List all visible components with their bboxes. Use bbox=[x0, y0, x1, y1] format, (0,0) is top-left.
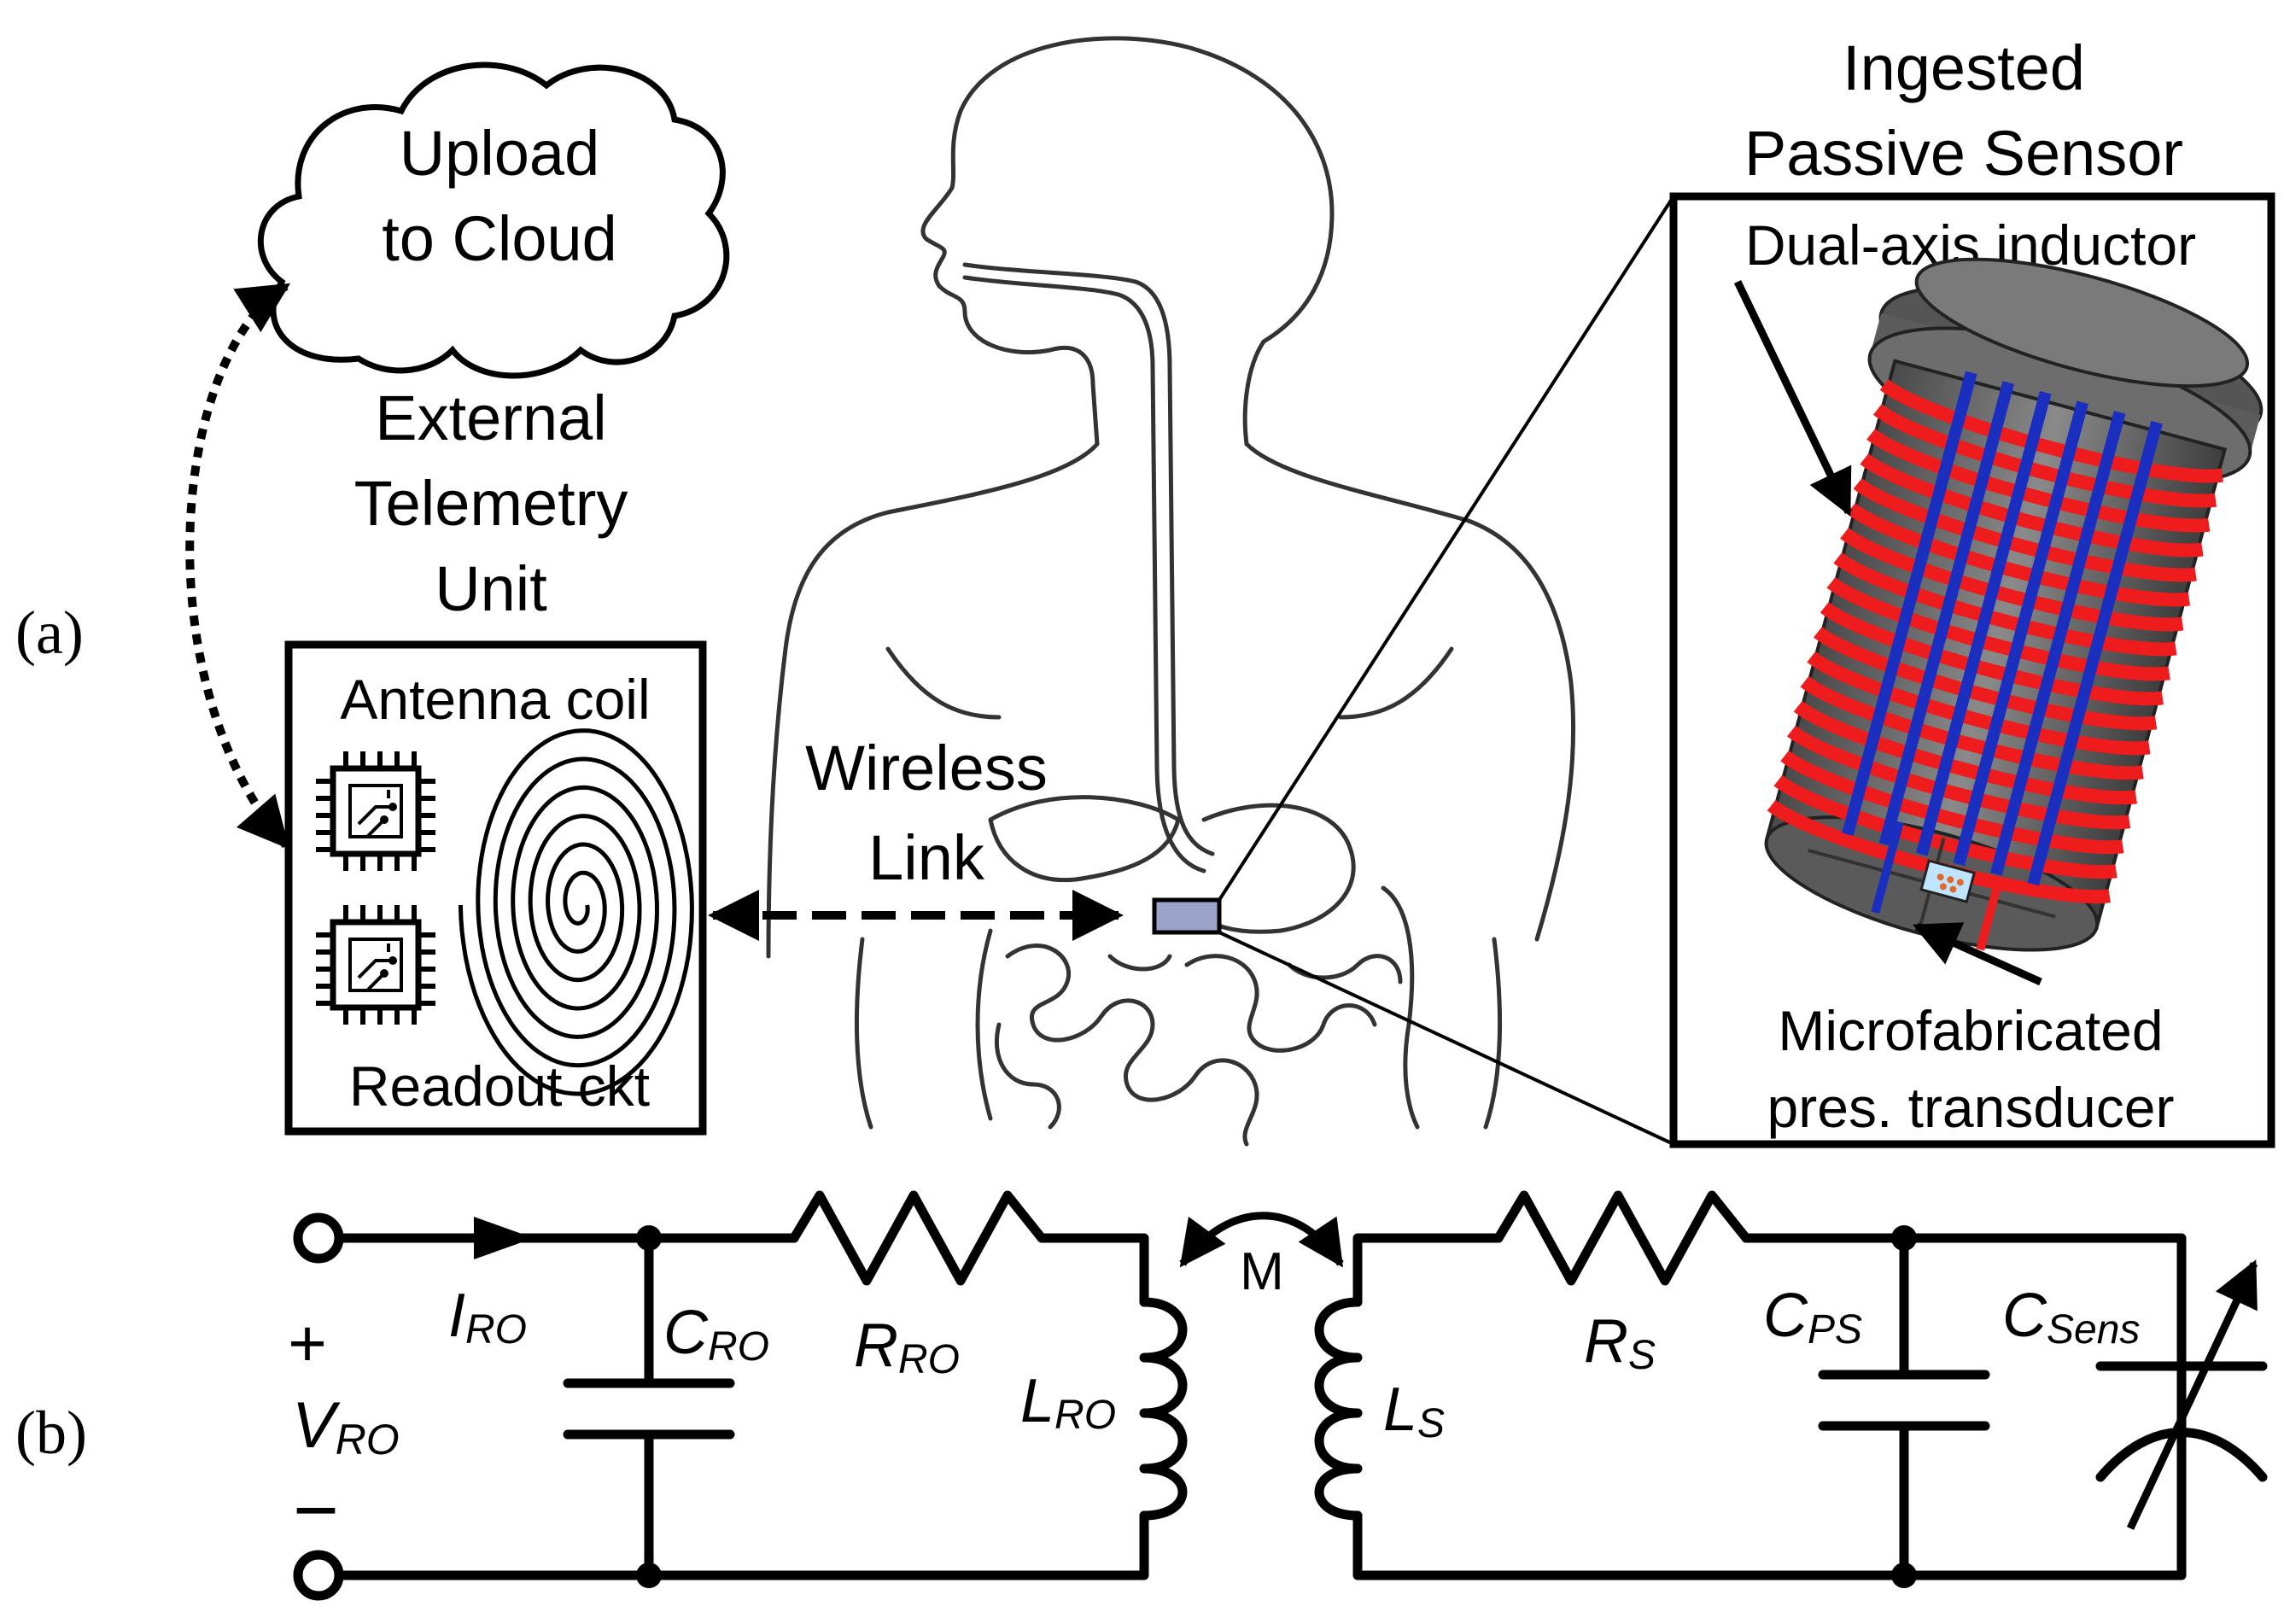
telemetry-title-line3: Unit bbox=[435, 553, 547, 624]
v-ro-label: VRO bbox=[292, 1389, 400, 1463]
c-ro-label: CRO bbox=[663, 1299, 769, 1370]
red-winding bbox=[1833, 552, 2177, 657]
junction-dot bbox=[636, 1563, 662, 1588]
blue-wire bbox=[1916, 390, 2052, 856]
junction-dot bbox=[1891, 1225, 1917, 1251]
red-winding bbox=[1840, 527, 2184, 632]
red-winding bbox=[1800, 675, 2144, 780]
c-ps-label: CPS bbox=[1763, 1282, 1862, 1352]
intestine-loops bbox=[975, 885, 1420, 1147]
inductor-pointer-arrow bbox=[1733, 280, 1853, 517]
blue-wire bbox=[1953, 400, 2088, 867]
sensor-title-line1: Ingested bbox=[1843, 32, 2085, 103]
panel-label-a: (a) bbox=[15, 599, 84, 667]
c-sens-label: CSens bbox=[2002, 1282, 2140, 1352]
wireless-link-label-line1: Wireless bbox=[805, 733, 1048, 803]
antenna-coil-label: Antenna coil bbox=[340, 668, 650, 731]
chip-icon bbox=[316, 751, 435, 871]
red-winding bbox=[1853, 477, 2197, 582]
transducer-pointer-arrow bbox=[1913, 922, 2042, 986]
telemetry-title-line2: Telemetry bbox=[354, 468, 628, 539]
i-ro-label: IRO bbox=[448, 1282, 527, 1352]
cloud-label-line2: to Cloud bbox=[382, 203, 617, 274]
inductor-l-ro bbox=[1139, 1297, 1188, 1521]
red-winding bbox=[1826, 576, 2170, 681]
panel-label-b: (b) bbox=[15, 1399, 87, 1467]
human-body-illustration bbox=[766, 36, 1576, 1147]
cloud-shape bbox=[257, 61, 730, 379]
ingested-capsule-marker bbox=[1152, 897, 1222, 935]
red-winding bbox=[1820, 601, 2164, 706]
r-s-label: RS bbox=[1584, 1307, 1656, 1378]
wireless-link-label-line2: Link bbox=[868, 822, 985, 893]
zoom-line-top bbox=[1218, 195, 1675, 902]
resistor-r-ro bbox=[789, 1190, 1047, 1286]
chip-icon bbox=[316, 905, 435, 1025]
sensor-title-line2: Passive Sensor bbox=[1744, 118, 2183, 189]
resistor-r-s bbox=[1493, 1190, 1751, 1286]
red-winding bbox=[1866, 428, 2211, 533]
mutual-inductance-label: M bbox=[1240, 1242, 1284, 1301]
blue-wire bbox=[1878, 381, 2015, 846]
blue-wire bbox=[1842, 371, 1977, 837]
zoom-line-bottom bbox=[1218, 931, 1674, 1146]
sensor-capsule bbox=[1764, 257, 2264, 952]
minus-sign: − bbox=[293, 1467, 339, 1554]
red-winding bbox=[1860, 453, 2204, 558]
equivalent-circuit bbox=[293, 1190, 2268, 1601]
red-winding bbox=[1807, 651, 2151, 756]
l-s-label: LS bbox=[1383, 1376, 1445, 1446]
red-winding bbox=[1814, 626, 2158, 731]
red-winding bbox=[1787, 725, 2131, 830]
transducer-label-line1: Microfabricated bbox=[1778, 999, 2163, 1062]
current-arrow bbox=[474, 1217, 534, 1259]
red-winding bbox=[1793, 700, 2137, 805]
red-winding bbox=[1879, 379, 2223, 483]
red-winding bbox=[1780, 750, 2124, 855]
r-ro-label: RRO bbox=[854, 1311, 960, 1382]
terminal-top bbox=[293, 1212, 344, 1264]
transducer-label-line2: pres. transducer bbox=[1767, 1076, 2175, 1139]
cloud-label-line1: Upload bbox=[400, 118, 600, 189]
readout-ckt-label: Readout ckt bbox=[349, 1054, 650, 1118]
red-winding bbox=[1872, 403, 2217, 508]
junction-dot bbox=[636, 1225, 662, 1251]
mutual-coupling-arrow bbox=[1179, 1212, 1344, 1268]
inductor-l-s bbox=[1314, 1297, 1363, 1521]
blue-wire bbox=[2027, 420, 2163, 886]
blue-wire bbox=[1989, 411, 2126, 876]
plus-sign: + bbox=[288, 1306, 327, 1381]
telemetry-title-line1: External bbox=[375, 383, 606, 453]
l-ro-label: LRO bbox=[1020, 1367, 1116, 1438]
terminal-bottom bbox=[293, 1550, 344, 1601]
spiral-coil-icon bbox=[458, 728, 694, 1096]
red-winding bbox=[1846, 502, 2191, 607]
junction-dot bbox=[1891, 1563, 1917, 1588]
cloud-telemetry-dotted-link bbox=[185, 282, 291, 850]
